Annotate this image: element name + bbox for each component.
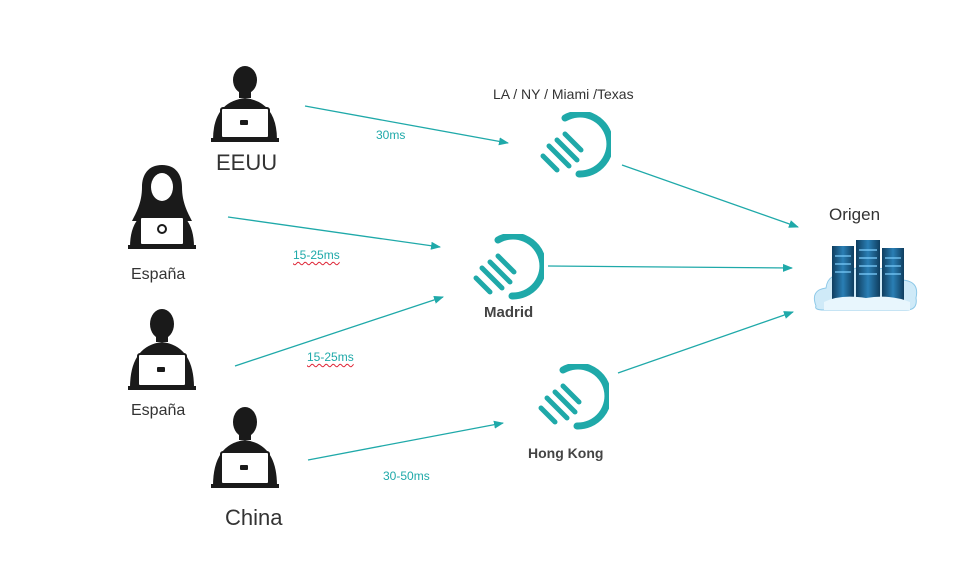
user-label-espana-2: España <box>131 402 186 419</box>
latency-label-espana-2: 15-25ms <box>307 350 354 364</box>
person-laptop-icon <box>211 66 279 142</box>
arrow-china-hongkong <box>307 420 504 461</box>
user-label-espana-1: España <box>131 266 186 283</box>
edge-node-icon <box>540 112 611 178</box>
edge-node-icon <box>538 364 609 430</box>
latency-label-china: 30-50ms <box>383 469 430 483</box>
server-cloud-icon <box>813 240 918 311</box>
edge-label-la: LA / NY / Miami /Texas <box>493 86 634 102</box>
edge-label-madrid: Madrid <box>484 304 534 321</box>
edge-node-icon <box>473 234 544 300</box>
edge-label-hongkong: Hong Kong <box>528 445 604 461</box>
latency-label-eeuu: 30ms <box>376 128 406 142</box>
user-label-eeuu: EEUU <box>216 150 278 175</box>
woman-laptop-icon <box>128 165 196 249</box>
arrow-la-origin <box>621 164 799 228</box>
arrow-hongkong-origin <box>617 311 794 374</box>
arrow-espana1-madrid <box>227 216 441 250</box>
person-laptop-icon <box>128 309 196 390</box>
user-label-china: China <box>225 505 283 530</box>
latency-label-espana-1: 15-25ms <box>293 248 340 262</box>
origin-label: Origen <box>829 205 881 224</box>
arrow-eeuu-la <box>304 105 509 146</box>
arrow-espana2-madrid <box>234 296 444 367</box>
person-laptop-icon <box>211 407 279 488</box>
arrow-madrid-origin <box>547 263 793 272</box>
